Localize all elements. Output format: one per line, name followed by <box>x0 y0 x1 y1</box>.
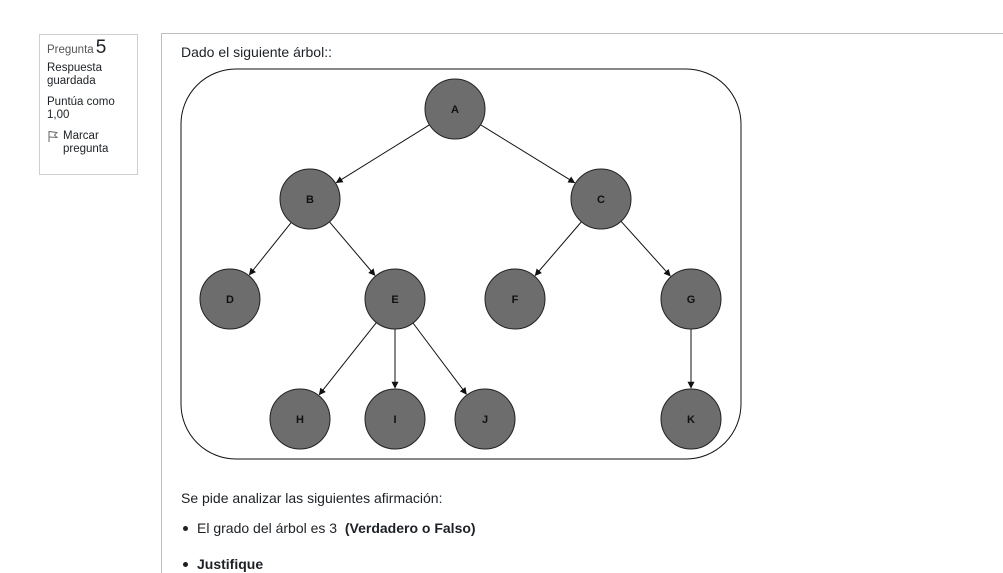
question-content-area <box>161 33 1003 573</box>
tree-edge-C-G <box>620 220 671 277</box>
tree-edge-C-F <box>534 221 582 277</box>
flag-question-label: Marcar pregunta <box>63 130 109 155</box>
justify-label: Justifique <box>197 556 264 572</box>
tree-node-circle <box>660 268 722 330</box>
tree-node-label: B <box>306 194 314 206</box>
tree-node-circle <box>484 268 546 330</box>
tree-node-B: B <box>279 168 341 230</box>
bullet-dot <box>183 525 188 531</box>
tree-edge-E-H <box>318 322 377 396</box>
tree-node-label: C <box>597 194 605 206</box>
question-stem: Dado el siguiente árbol:: <box>181 44 332 60</box>
question-grade: Puntúa como 1,00 <box>47 96 115 121</box>
tree-node-J: J <box>454 388 516 450</box>
tree-node-label: G <box>687 294 696 306</box>
tree-edge-B-E <box>329 221 376 276</box>
tree-node-circle <box>660 388 722 450</box>
tree-node-label: A <box>451 104 459 116</box>
tree-node-D: D <box>199 268 261 330</box>
flag-question-button[interactable]: Marcar pregunta <box>47 130 130 156</box>
tree-node-circle <box>269 388 331 450</box>
tree-node-circle <box>279 168 341 230</box>
tree-node-label: E <box>391 294 398 306</box>
tree-node-circle <box>364 268 426 330</box>
question-label: Pregunta <box>47 44 94 56</box>
question-number-value: 5 <box>95 37 107 58</box>
tree-edge-A-B <box>335 124 430 184</box>
tree-node-circle <box>364 388 426 450</box>
tree-node-label: H <box>296 414 304 426</box>
tree-node-A: A <box>424 78 486 140</box>
tree-node-circle <box>570 168 632 230</box>
question-prompt: Se pide analizar las siguientes afirmaci… <box>181 490 443 506</box>
statement-item: El grado del árbol es 3 (Verdadero o Fal… <box>181 520 476 536</box>
tree-node-E: E <box>364 268 426 330</box>
tree-node-circle <box>199 268 261 330</box>
statement-hint: (Verdadero o Falso) <box>344 520 476 536</box>
tree-frame <box>180 68 742 460</box>
tree-diagram: A B C D E F G H I J K <box>180 68 742 460</box>
tree-node-label: D <box>226 294 234 306</box>
bullet-dot <box>183 561 188 567</box>
tree-node-F: F <box>484 268 546 330</box>
tree-node-H: H <box>269 388 331 450</box>
tree-edge-E-J <box>412 322 467 395</box>
tree-node-circle <box>454 388 516 450</box>
tree-node-K: K <box>660 388 722 450</box>
statement-text: El grado del árbol es 3 <box>197 520 338 536</box>
tree-node-G: G <box>660 268 722 330</box>
tree-node-label: K <box>687 414 695 426</box>
tree-node-circle <box>424 78 486 140</box>
tree-node-label: F <box>512 294 519 306</box>
flag-icon <box>48 131 59 142</box>
justify-item: Justifique <box>181 556 263 572</box>
tree-node-label: I <box>393 414 396 426</box>
tree-node-I: I <box>364 388 426 450</box>
tree-edge-A-C <box>480 124 576 184</box>
question-state: Respuesta guardada <box>47 62 102 87</box>
tree-node-C: C <box>570 168 632 230</box>
tree-node-label: J <box>482 414 488 426</box>
tree-edge-B-D <box>248 222 292 276</box>
